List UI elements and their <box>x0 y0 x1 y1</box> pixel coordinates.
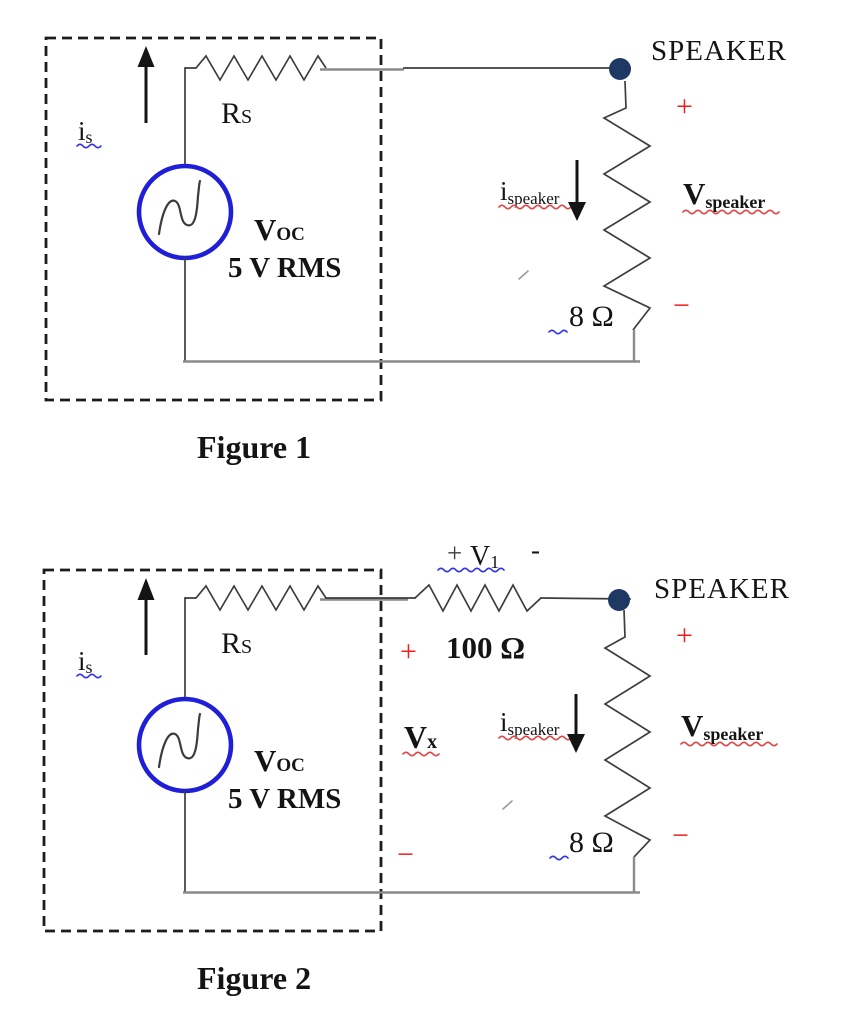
rs-sub: S <box>241 106 252 128</box>
ispeaker-sub: speaker <box>508 189 560 208</box>
is-sub: s <box>86 127 93 147</box>
source-current-arrow-icon <box>137 46 155 67</box>
figure-2: is RS + V1 - 100 Ω + Vx − SPEAKER <box>42 535 790 996</box>
figure1-caption: Figure 1 <box>197 429 311 465</box>
rs-base: R <box>221 627 241 660</box>
figure2-caption: Figure 2 <box>197 960 311 996</box>
source-current-label: is <box>78 646 93 677</box>
vspeaker-minus-sign: − <box>673 289 690 322</box>
stray-mark <box>502 800 513 810</box>
vspeaker-red-squiggle-underline <box>682 209 780 215</box>
speaker-title: SPEAKER <box>654 573 790 605</box>
voc-sub: OC <box>276 755 305 776</box>
ispeaker-arrow-icon <box>568 202 586 221</box>
speaker-resistor <box>603 609 652 858</box>
v1-label: V1 <box>470 541 499 572</box>
voc-label: VOC <box>254 212 305 247</box>
rs-resistor <box>185 584 327 612</box>
source-value-label: 5 V RMS <box>228 252 341 284</box>
vx-minus-sign: − <box>397 838 414 871</box>
ispeaker-arrow-icon <box>567 734 585 753</box>
speaker-impedance-value: 8 Ω <box>569 826 614 859</box>
series-resistor-value: 100 Ω <box>446 630 525 665</box>
voc-base: V <box>254 212 277 247</box>
is-blue-squiggle-underline <box>76 143 102 149</box>
vx-label: Vx <box>404 719 437 755</box>
sine-wave-icon <box>157 712 202 769</box>
vspeaker-sub: speaker <box>705 192 765 212</box>
is-blue-squiggle-underline <box>76 673 102 679</box>
rs-base: R <box>221 97 241 130</box>
vx-sub: x <box>427 731 437 753</box>
vspeaker-plus-sign: + <box>676 90 693 123</box>
vspeaker-minus-sign: − <box>672 819 689 852</box>
vspeaker-base: V <box>683 176 706 211</box>
thevenin-source-dashed-box <box>42 568 383 933</box>
vspeaker-sub: speaker <box>703 724 763 744</box>
ispeaker-base: i <box>500 176 508 206</box>
is-sub: s <box>86 657 93 677</box>
ac-voltage-source-icon <box>136 696 234 794</box>
is-base: i <box>78 116 86 146</box>
voc-base: V <box>254 743 277 778</box>
rs-sub: S <box>241 636 252 658</box>
ispeaker-label: ispeaker <box>500 176 560 208</box>
v1-blue-squiggle-underline <box>437 567 505 573</box>
vspeaker-base: V <box>681 708 704 743</box>
source-value-label: 5 V RMS <box>228 783 341 815</box>
rs-label: RS <box>221 97 252 130</box>
source-current-arrow-icon <box>137 578 155 600</box>
vspeaker-plus-sign: + <box>676 619 693 652</box>
load-blue-squiggle <box>549 855 569 861</box>
v1-minus-sign: - <box>531 535 540 565</box>
ispeaker-sub: speaker <box>508 720 560 739</box>
ispeaker-label: ispeaker <box>500 707 560 739</box>
ac-voltage-source-icon <box>136 163 234 261</box>
figure-1: is RS SPEAKER + − ispeaker Vspeaker 8 <box>44 35 787 465</box>
series-100ohm-resistor <box>414 583 542 613</box>
rs-resistor <box>185 54 327 82</box>
ispeaker-base: i <box>500 707 508 737</box>
ispeaker-red-squiggle-underline <box>498 735 578 741</box>
load-blue-squiggle <box>548 329 568 335</box>
v1-plus-sign: + <box>447 538 462 568</box>
vx-plus-sign: + <box>400 635 417 668</box>
thevenin-source-dashed-box <box>44 36 383 402</box>
v1-sub: 1 <box>490 552 499 572</box>
ispeaker-red-squiggle-underline <box>498 204 578 210</box>
speaker-title: SPEAKER <box>651 35 787 67</box>
speaker-resistor <box>602 80 652 331</box>
sine-wave-icon <box>157 179 202 236</box>
connection-node-dot <box>609 58 631 80</box>
stray-mark <box>518 270 529 280</box>
voc-label: VOC <box>254 743 305 778</box>
is-base: i <box>78 646 86 676</box>
vx-red-squiggle-underline <box>402 751 440 757</box>
vspeaker-label: Vspeaker <box>681 708 763 744</box>
voc-sub: OC <box>276 224 305 245</box>
vx-base: V <box>404 719 427 755</box>
rs-label: RS <box>221 627 252 660</box>
v1-base: V <box>470 541 490 572</box>
connection-node-dot <box>608 589 630 611</box>
vspeaker-label: Vspeaker <box>683 176 765 212</box>
speaker-impedance-value: 8 Ω <box>569 300 614 333</box>
vspeaker-red-squiggle-underline <box>680 741 778 747</box>
source-current-label: is <box>78 116 93 147</box>
